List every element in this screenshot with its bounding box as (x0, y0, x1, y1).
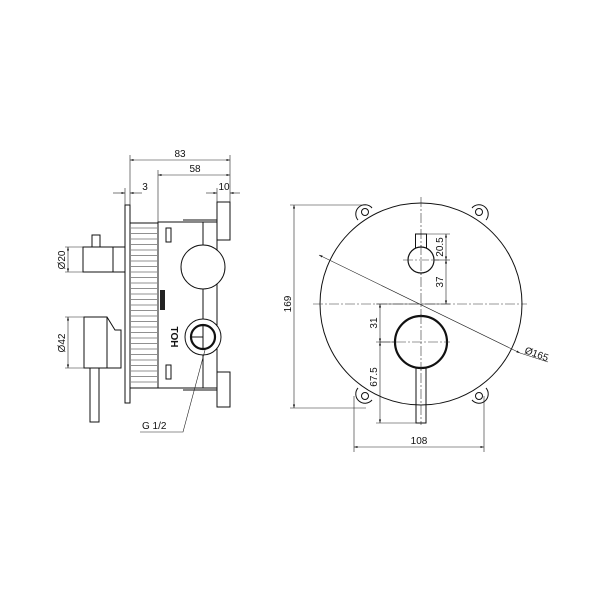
outlet-circle (180, 244, 226, 290)
marking-block (160, 290, 165, 310)
wall-plate (124, 204, 131, 404)
dim-diameter-20: Ø20 (57, 250, 68, 269)
dim-169: 169 (283, 295, 294, 312)
dim-20-5: 20.5 (435, 237, 446, 257)
valve-box (157, 221, 218, 389)
threaded-body (129, 222, 159, 389)
handle-body (83, 316, 122, 369)
dim-37: 37 (435, 276, 446, 288)
dim-10: 10 (218, 182, 230, 193)
diverter-pipe (82, 246, 126, 273)
body-marking: TOH (168, 327, 179, 348)
flange-bottom (216, 371, 231, 408)
dim-58: 58 (189, 164, 201, 175)
dim-108: 108 (411, 436, 428, 447)
dim-83: 83 (174, 149, 186, 160)
dim-67-5: 67.5 (369, 367, 380, 387)
diverter-knob (91, 234, 101, 248)
dim-diameter-42: Ø42 (57, 333, 68, 352)
front-view: Ø165 169 108 20.5 37 31 67.5 (283, 197, 550, 452)
flange-top (216, 201, 231, 241)
mounting-lugs (355, 204, 489, 404)
dim-diameter-165: Ø165 (523, 345, 550, 364)
thread-label: G 1/2 (142, 421, 167, 432)
dim-3: 3 (142, 182, 148, 193)
dim-31: 31 (369, 317, 380, 329)
handle-lever (89, 367, 100, 423)
side-view: TOH 83 58 3 10 Ø20 Ø42 G 1/2 (57, 149, 240, 433)
